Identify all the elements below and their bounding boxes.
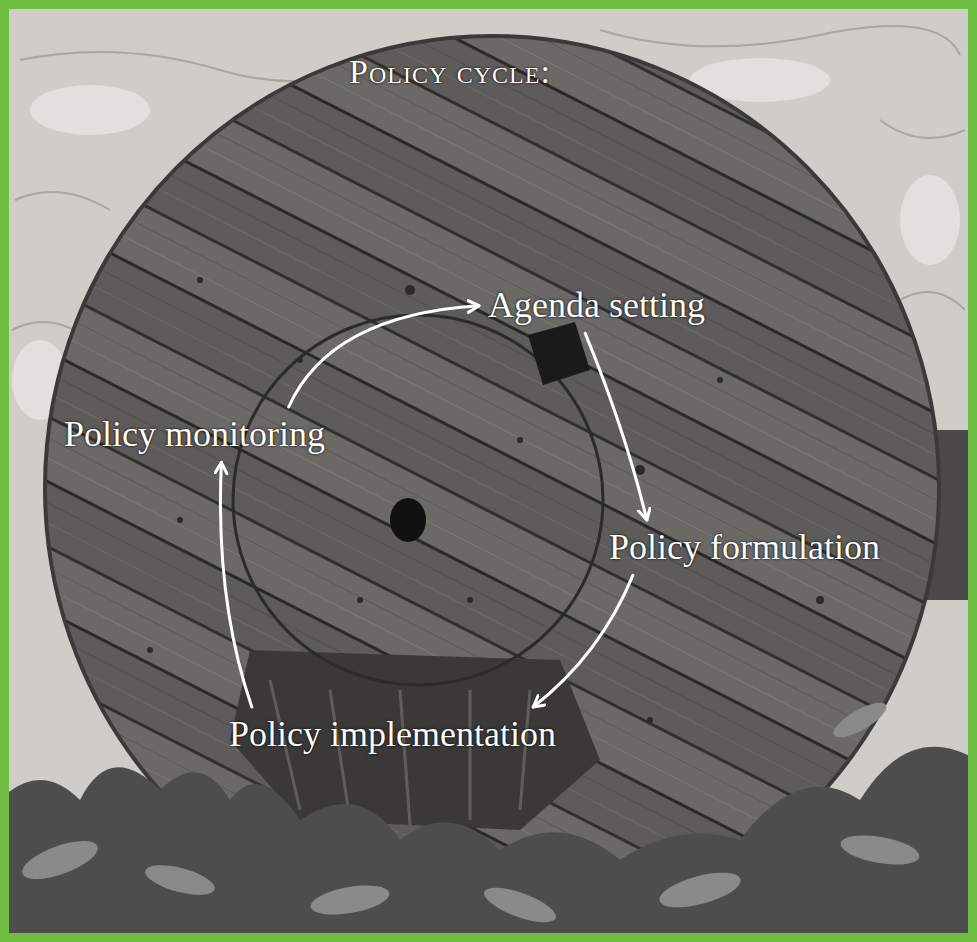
stage-label: Agenda setting bbox=[484, 283, 709, 328]
stage-label: Policy implementation bbox=[225, 712, 560, 757]
cycle-arrow bbox=[289, 306, 479, 407]
stage-text: Policy monitoring bbox=[64, 414, 325, 455]
stage-text: Policy formulation bbox=[609, 527, 880, 568]
cycle-arrow bbox=[533, 575, 633, 707]
cycle-arrow bbox=[585, 333, 647, 520]
stage-text: Agenda setting bbox=[488, 285, 705, 326]
diagram-title: Policy cycle: bbox=[345, 50, 555, 93]
stage-label: Policy formulation bbox=[605, 525, 884, 570]
title-text: Policy cycle: bbox=[349, 53, 551, 90]
stage-label: Policy monitoring bbox=[60, 412, 329, 457]
stage-text: Policy implementation bbox=[229, 714, 556, 755]
cycle-arrow bbox=[220, 462, 251, 707]
